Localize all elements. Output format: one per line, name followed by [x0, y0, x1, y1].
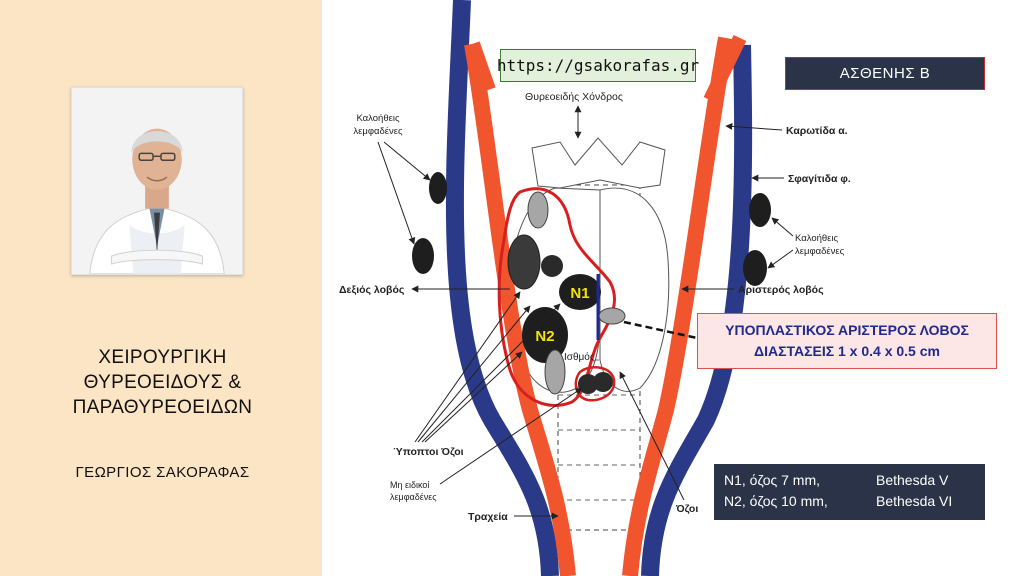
- patient-label: ΑΣΘΕΝΗΣ Β: [785, 57, 985, 90]
- presenter-photo: [71, 87, 243, 275]
- carotid-label: Καρωτίδα α.: [786, 125, 848, 137]
- nodule-2-label: N2, όζος 10 mm,: [724, 491, 876, 512]
- finding-box: ΥΠΟΠΛΑΣΤΙΚΟΣ ΑΡΙΣΤΕΡΟΣ ΛΟΒΟΣ ΔΙΑΣΤΑΣΕΙΣ …: [697, 313, 997, 369]
- benign-nodes-left-label-2: λεμφαδένες: [353, 126, 403, 137]
- jugular-label: Σφαγίτιδα φ.: [788, 173, 851, 185]
- nodule-dark-large: [508, 235, 540, 289]
- isthmus-label: Ισθμός: [564, 351, 595, 363]
- n1-label: N1: [570, 285, 589, 302]
- left-panel: ΧΕΙΡΟΥΡΓΙΚΗ ΘΥΡΕΟΕΙΔΟΥΣ & ΠΑΡΑΘΥΡΕΟΕΙΔΩΝ…: [0, 0, 322, 576]
- thyroid-cartilage: [532, 138, 665, 188]
- benign-nodes-right-label-1: Καλοήθεις: [795, 233, 839, 244]
- benign-node-left-1: [429, 172, 447, 204]
- nodule-row: N2, όζος 10 mm, Bethesda VI: [724, 491, 975, 512]
- nodule-1-label: N1, όζος 7 mm,: [724, 470, 876, 491]
- benign-nodes-left-label-1: Καλοήθεις: [356, 113, 400, 124]
- course-title: ΧΕΙΡΟΥΡΓΙΚΗ ΘΥΡΕΟΕΙΔΟΥΣ & ΠΑΡΑΘΥΡΕΟΕΙΔΩΝ: [20, 345, 305, 420]
- nodule-summary: N1, όζος 7 mm, Bethesda V N2, όζος 10 mm…: [714, 464, 985, 520]
- nonspecific-nodes-label-1: Μη ειδικοί: [390, 480, 429, 490]
- left-thyroid-lobe: [600, 188, 669, 391]
- finding-line-2: ΔΙΑΣΤΑΣΕΙΣ 1 x 0.4 x 0.5 cm: [698, 341, 996, 362]
- nonspecific-nodes-label-2: λεμφαδένες: [390, 492, 437, 502]
- left-lobe-hypoplastic: [599, 308, 625, 324]
- finding-line-1: ΥΠΟΠΛΑΣΤΙΚΟΣ ΑΡΙΣΤΕΡΟΣ ΛΟΒΟΣ: [698, 320, 996, 341]
- nodule-2-bethesda: Bethesda VI: [876, 491, 952, 512]
- presenter-portrait-icon: [72, 88, 242, 274]
- nodules-label: Όζοι: [675, 503, 698, 515]
- author-name: ΓΕΩΡΓΙΟΣ ΣΑΚΟΡΑΦΑΣ: [20, 464, 305, 481]
- benign-node-right-2: [743, 250, 767, 286]
- nodule-dark-small: [541, 255, 563, 277]
- benign-node-right-1: [749, 193, 771, 227]
- course-title-line-3: ΠΑΡΑΘΥΡΕΟΕΙΔΩΝ: [20, 395, 305, 420]
- right-lobe-label: Δεξιός λοβός: [339, 284, 405, 296]
- nodule-1-bethesda: Bethesda V: [876, 470, 948, 491]
- course-title-line-2: ΘΥΡΕΟΕΙΔΟΥΣ &: [20, 370, 305, 395]
- course-title-line-1: ΧΕΙΡΟΥΡΓΙΚΗ: [20, 345, 305, 370]
- benign-nodes-right-label-2: λεμφαδένες: [795, 246, 845, 257]
- nodule-gray-upper: [528, 192, 548, 228]
- website-url[interactable]: https://gsakorafas.gr: [500, 49, 696, 82]
- n2-label: N2: [535, 328, 554, 345]
- isthmus-node-2: [593, 372, 613, 392]
- trachea-label: Τραχεία: [468, 511, 508, 523]
- left-lobe-label: Αριστερός λοβός: [738, 284, 824, 296]
- suspicious-nodules-label: Ύποπτοι Όζοι: [393, 446, 464, 458]
- nodule-row: N1, όζος 7 mm, Bethesda V: [724, 470, 975, 491]
- thyroid-cartilage-label: Θυρεοειδής Χόνδρος: [525, 91, 623, 103]
- nodule-gray-lower: [545, 350, 565, 394]
- benign-node-left-2: [412, 238, 434, 274]
